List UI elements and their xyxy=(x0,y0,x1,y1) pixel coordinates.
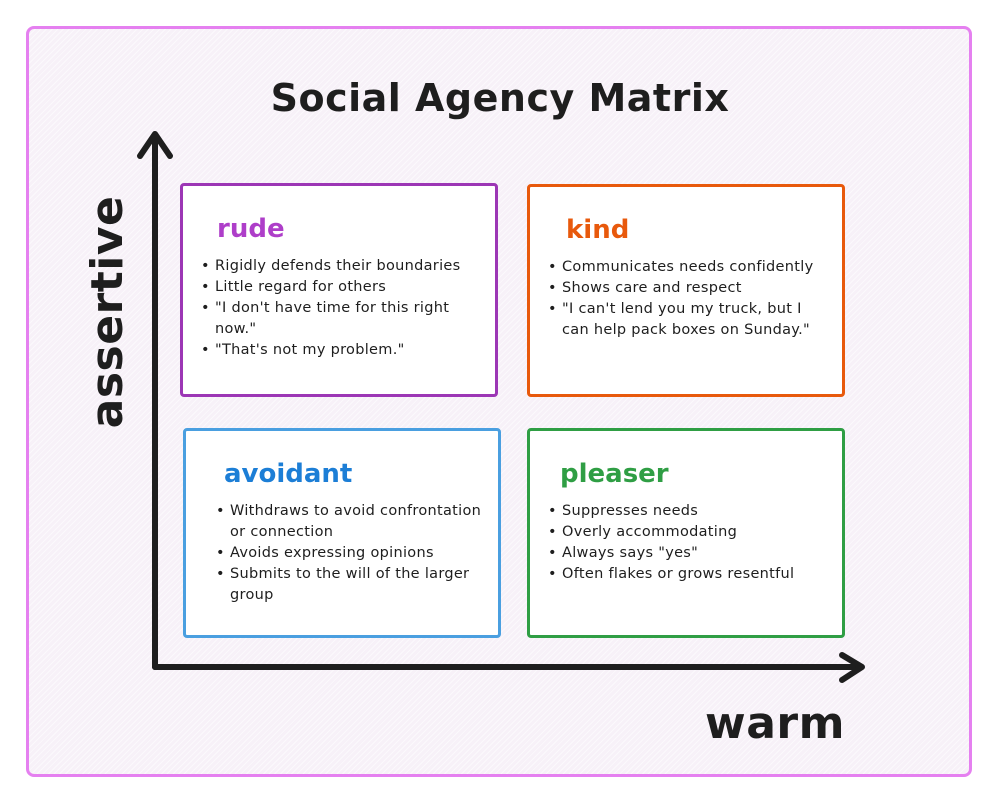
bullet-item: Rigidly defends their boundaries xyxy=(199,256,479,277)
x-axis-label: warm xyxy=(705,698,845,749)
bullet-item: Withdraws to avoid confrontation or conn… xyxy=(214,501,482,543)
quadrant-title-kind: kind xyxy=(566,215,630,245)
bullet-list-kind: Communicates needs confidently Shows car… xyxy=(546,257,826,341)
quadrant-title-avoidant: avoidant xyxy=(224,459,353,489)
bullet-item: Little regard for others xyxy=(199,277,479,298)
quadrant-kind: kind Communicates needs confidently Show… xyxy=(527,184,845,397)
x-axis-arrowhead xyxy=(839,652,865,683)
bullet-item: Suppresses needs xyxy=(546,501,826,522)
quadrant-pleaser: pleaser Suppresses needs Overly accommod… xyxy=(527,428,845,638)
quadrant-title-rude: rude xyxy=(217,214,285,244)
diagram-title: Social Agency Matrix xyxy=(270,76,730,120)
bullet-item: "I don't have time for this right now." xyxy=(199,298,479,340)
bullet-list-avoidant: Withdraws to avoid confrontation or conn… xyxy=(214,501,482,606)
y-axis-label: assertive xyxy=(82,195,133,429)
bullet-list-rude: Rigidly defends their boundaries Little … xyxy=(199,256,479,361)
quadrant-avoidant: avoidant Withdraws to avoid confrontatio… xyxy=(183,428,501,638)
bullet-list-pleaser: Suppresses needs Overly accommodating Al… xyxy=(546,501,826,585)
bullet-item: Often flakes or grows resentful xyxy=(546,564,826,585)
y-axis-arrowhead xyxy=(137,131,173,159)
quadrant-rude: rude Rigidly defends their boundaries Li… xyxy=(180,183,498,397)
quadrant-title-pleaser: pleaser xyxy=(560,459,669,489)
bullet-item: Overly accommodating xyxy=(546,522,826,543)
bullet-item: Avoids expressing opinions xyxy=(214,543,482,564)
bullet-item: Shows care and respect xyxy=(546,278,826,299)
bullet-item: "That's not my problem." xyxy=(199,340,479,361)
bullet-item: Submits to the will of the larger group xyxy=(214,564,482,606)
bullet-item: Communicates needs confidently xyxy=(546,257,826,278)
bullet-item: Always says "yes" xyxy=(546,543,826,564)
diagram-frame xyxy=(26,26,972,777)
bullet-item: "I can't lend you my truck, but I can he… xyxy=(546,299,826,341)
